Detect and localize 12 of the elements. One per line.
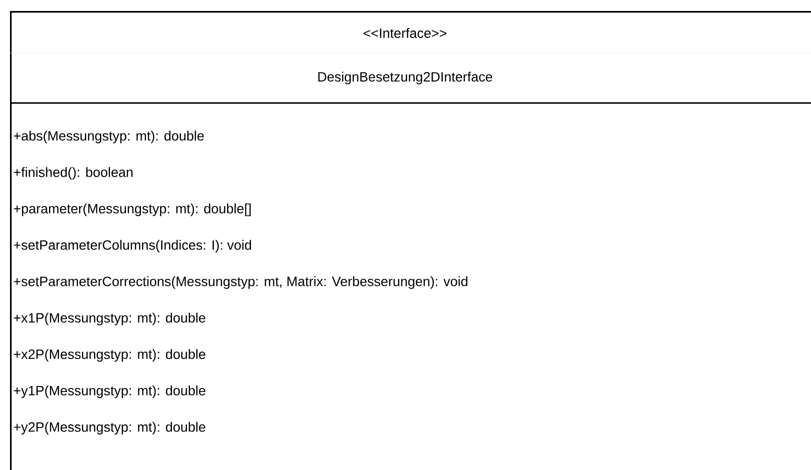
class-box xyxy=(10,11,811,470)
class-name: DesignBesetzung2DInterface xyxy=(318,72,492,84)
operation-text: +abs(Messungstyp: mt): double xyxy=(14,130,204,144)
operation-text: +parameter(Messungstyp: mt): double[] xyxy=(14,204,251,216)
operation-text: +y1P(Messungstyp: mt): double xyxy=(14,386,206,398)
operation-text: +setParameterColumns(Indices: I): void xyxy=(14,240,252,252)
stereotype-label: <<Interface>> xyxy=(364,28,446,38)
operation-text: +x1P(Messungstyp: mt): double xyxy=(14,312,206,326)
operation-text: +x2P(Messungstyp: mt): double xyxy=(14,349,206,362)
operation-text: +setParameterCorrections(Messungstyp: mt, Matrix: Verbesserungen): void xyxy=(14,276,468,289)
operation-text: +finished(): boolean xyxy=(14,167,133,180)
operation-text: +y2P(Messungstyp: mt): double xyxy=(14,422,206,434)
